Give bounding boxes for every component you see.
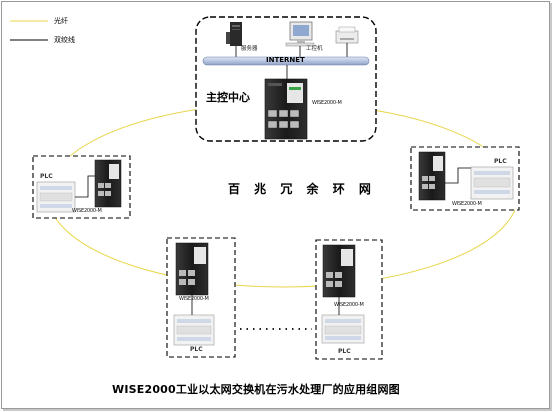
workstation-icon (285, 21, 315, 47)
diagram-caption: WISE2000工业以太网交换机在污水处理厂的应用组网图 (112, 383, 400, 396)
bottom-right-switch-icon (322, 244, 356, 298)
right-switch-model: WISE2000-M (452, 201, 482, 207)
right-plc-label: PLC (494, 158, 507, 165)
left-switch-icon (94, 159, 122, 208)
bottom-left-plc-icon (173, 314, 215, 346)
bottom-left-switch-icon (175, 242, 209, 296)
right-switch-icon (418, 151, 446, 201)
bottom-left-plc-label: PLC (190, 346, 203, 353)
server-label: 服务器 (241, 46, 258, 52)
internet-bar (202, 56, 370, 66)
bottom-right-plc-label: PLC (338, 348, 351, 355)
printer-icon (335, 26, 359, 44)
center-switch-model: WISE2000-M (312, 100, 342, 106)
workstation-label: 工控机 (306, 46, 323, 52)
legend-twisted-pair-label: 双绞线 (54, 36, 75, 44)
server-icon (226, 22, 242, 46)
left-plc-label: PLC (40, 173, 53, 180)
ring-title: 百 兆 冗 余 环 网 (228, 182, 376, 196)
center-switch-icon (264, 78, 308, 140)
control-center-title: 主控中心 (206, 91, 250, 104)
left-plc-icon (36, 181, 76, 213)
internet-label: INTERNET (266, 56, 305, 64)
bottom-right-switch-model: WISE2000-M (334, 302, 364, 308)
left-switch-model: WISE2000-M (72, 208, 102, 214)
bottom-right-plc-icon (321, 314, 365, 344)
bottom-left-switch-model: WISE2000-M (179, 296, 209, 302)
right-plc-icon (470, 166, 514, 200)
legend-fiber-label: 光纤 (54, 17, 68, 25)
